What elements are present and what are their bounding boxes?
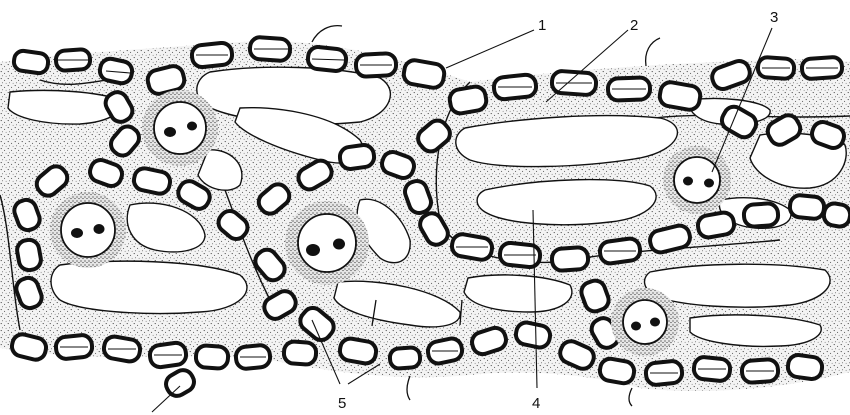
wall-segment: [339, 144, 376, 171]
wall-segment: [658, 81, 702, 112]
lumen: [51, 261, 247, 313]
wall-segment: [696, 211, 735, 239]
wall-segment: [195, 345, 228, 369]
wall-segment: [389, 347, 420, 369]
wall-segment: [98, 57, 134, 85]
cell: [50, 192, 126, 268]
wall-segment: [13, 50, 49, 75]
wall-segment: [162, 366, 197, 399]
wall-segment: [283, 341, 316, 365]
wall-segment: [789, 194, 825, 219]
cell: [611, 288, 679, 356]
wall-segment: [551, 247, 588, 271]
callout-4: 4: [532, 395, 540, 412]
callout-3: 3: [770, 9, 778, 26]
leader-line-1: [446, 30, 534, 68]
cell: [285, 201, 369, 285]
callout-2: 2: [630, 17, 638, 34]
wall-segment: [598, 357, 635, 385]
wall-segment: [448, 85, 488, 115]
callout-5: 5: [338, 395, 346, 412]
wall-segment: [402, 59, 446, 90]
wall-segment: [743, 203, 778, 227]
wall-segment: [338, 337, 377, 365]
wall-segment: [16, 238, 43, 271]
lumen: [645, 264, 831, 307]
cell: [663, 146, 731, 214]
callout-1: 1: [538, 17, 546, 34]
cell: [142, 90, 218, 166]
wall-segment: [787, 354, 824, 381]
wall-segment: [822, 202, 850, 228]
lumen: [477, 180, 656, 225]
